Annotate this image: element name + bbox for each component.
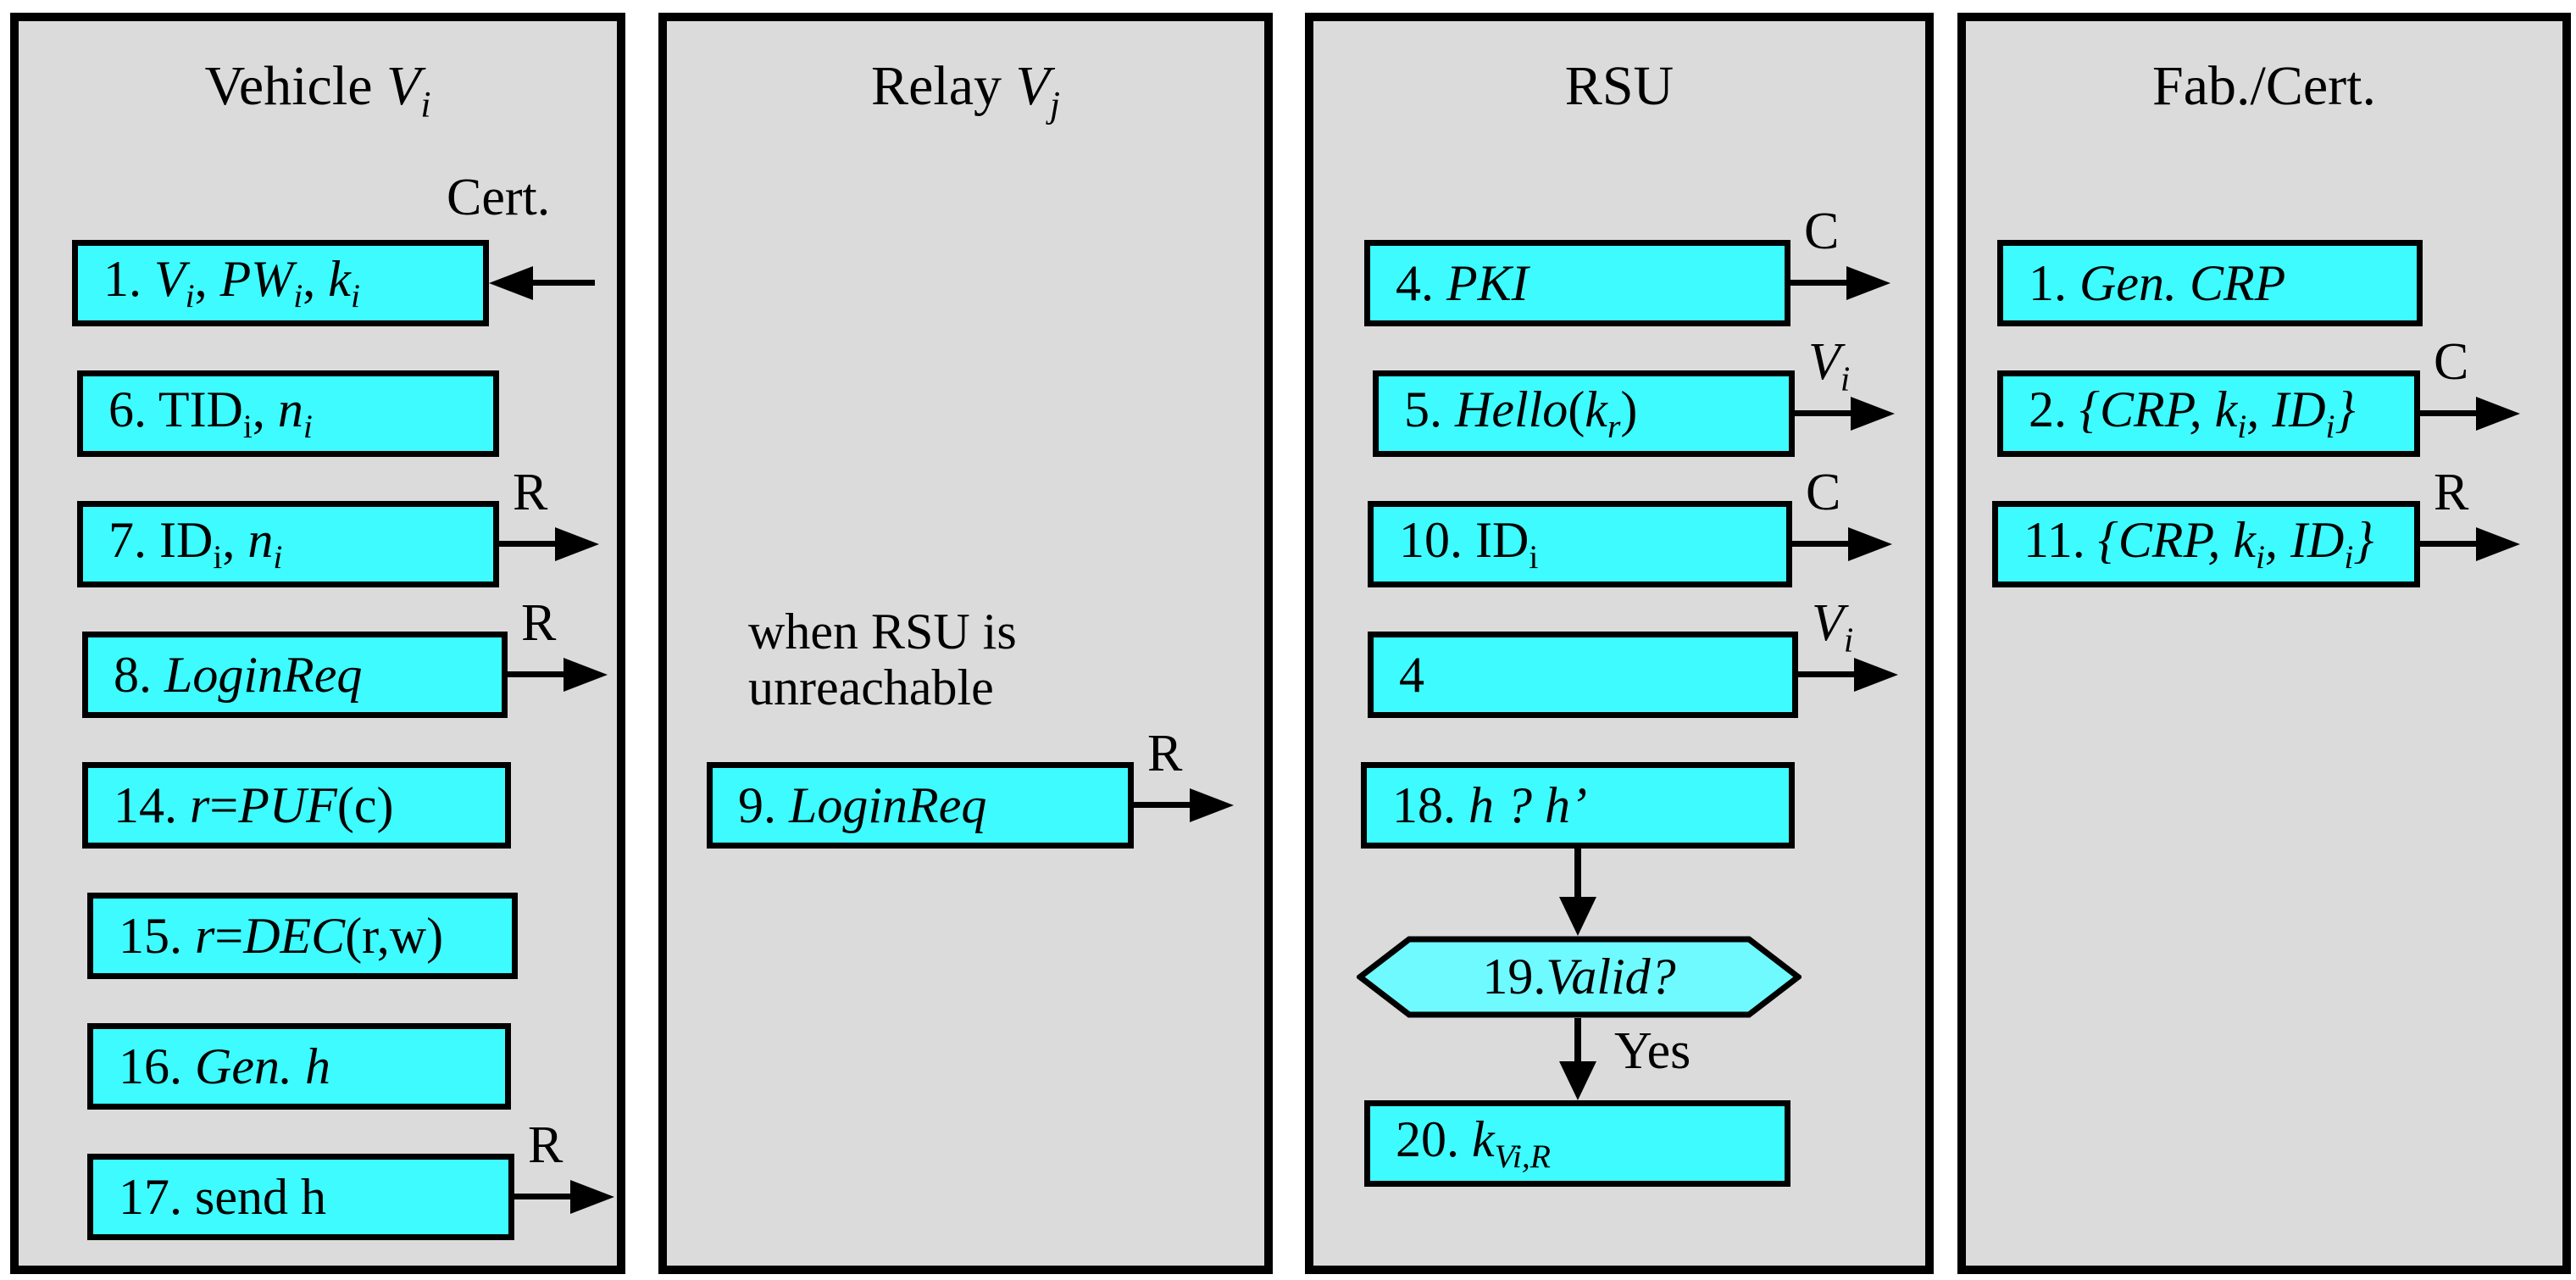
arrow-label-s4: C bbox=[1804, 203, 1840, 260]
connector-line-c-18-19 bbox=[1574, 849, 1581, 899]
arrow-label-f2: C bbox=[2434, 333, 2469, 391]
arrow-line-v17 bbox=[514, 1194, 577, 1199]
box-s4b: 4 bbox=[1368, 632, 1798, 718]
arrow-label-s5: Vi bbox=[1808, 333, 1851, 398]
arrow-label-f11: R bbox=[2434, 464, 2469, 521]
arrow-label-v17: R bbox=[528, 1116, 564, 1174]
arrow-label-v7: R bbox=[513, 464, 548, 521]
box-v16: 16. Gen. h bbox=[87, 1023, 511, 1110]
panel-title-fab: Fab./Cert. bbox=[2152, 55, 2376, 117]
panel-fab bbox=[1957, 13, 2571, 1274]
connector-head-c-19-20 bbox=[1559, 1061, 1596, 1100]
arrow-head-s5 bbox=[1851, 397, 1895, 431]
box-label-v15: 15. r=DEC(r,w) bbox=[119, 907, 444, 964]
box-v1: 1. Vi, PWi, ki bbox=[72, 240, 489, 326]
arrow-head-r9 bbox=[1190, 788, 1234, 822]
arrow-line-r9 bbox=[1134, 802, 1196, 808]
connector-line-c-19-20 bbox=[1574, 1018, 1581, 1063]
box-f1: 1. Gen. CRP bbox=[1997, 240, 2423, 326]
box-s18: 18. h ? h’ bbox=[1361, 762, 1795, 849]
box-label-s5: 5. Hello(kr) bbox=[1404, 381, 1638, 446]
box-s10: 10. IDi bbox=[1368, 501, 1792, 587]
note-line: unreachable bbox=[748, 659, 994, 715]
arrow-label-s10: C bbox=[1806, 464, 1841, 521]
box-label-v1: 1. Vi, PWi, ki bbox=[103, 251, 360, 315]
box-s4: 4. PKI bbox=[1364, 240, 1790, 326]
arrow-line-s5 bbox=[1795, 410, 1857, 416]
arrow-label-v8: R bbox=[521, 594, 557, 652]
box-v14: 14. r=PUF(c) bbox=[82, 762, 511, 849]
box-v15: 15. r=DEC(r,w) bbox=[87, 893, 518, 979]
arrow-head-s4 bbox=[1846, 266, 1890, 300]
box-v6: 6. TIDi, ni bbox=[77, 370, 499, 457]
box-label-v14: 14. r=PUF(c) bbox=[114, 776, 394, 833]
arrow-head-f2 bbox=[2476, 397, 2520, 431]
box-v7: 7. IDi, ni bbox=[77, 501, 499, 587]
box-f2: 2. {CRP, ki, IDi} bbox=[1997, 370, 2420, 457]
box-label-f2: 2. {CRP, ki, IDi} bbox=[2029, 381, 2356, 446]
box-label-s4b: 4 bbox=[1399, 646, 1424, 703]
panel-title-relay: Relay Vj bbox=[871, 55, 1060, 125]
box-r9: 9. LoginReq bbox=[707, 762, 1134, 849]
arrow-head-v7 bbox=[555, 527, 599, 561]
box-label-v17: 17. send h bbox=[119, 1168, 326, 1225]
arrow-line-s4b bbox=[1798, 671, 1861, 677]
box-label-s10: 10. IDi bbox=[1399, 512, 1539, 576]
box-s20: 20. kVi,R bbox=[1364, 1100, 1790, 1187]
arrow-line-v1 bbox=[530, 280, 595, 286]
hexagon-shape bbox=[1357, 936, 1802, 1018]
panel-relay bbox=[658, 13, 1273, 1274]
arrow-head-s4b bbox=[1854, 658, 1898, 692]
decision-s19: 19. Valid? bbox=[1357, 936, 1802, 1018]
arrow-head-v17 bbox=[570, 1180, 614, 1214]
box-label-v7: 7. IDi, ni bbox=[108, 512, 283, 576]
arrow-line-f2 bbox=[2420, 410, 2483, 416]
arrow-line-v8 bbox=[508, 671, 570, 677]
box-label-v16: 16. Gen. h bbox=[119, 1038, 330, 1094]
box-label-v6: 6. TIDi, ni bbox=[108, 381, 313, 446]
box-label-f1: 1. Gen. CRP bbox=[2029, 254, 2286, 311]
arrow-line-v7 bbox=[499, 541, 562, 547]
box-label-s20: 20. kVi,R bbox=[1396, 1111, 1551, 1176]
box-label-s19: 19. Valid? bbox=[1482, 949, 1676, 1005]
arrow-label-r9: R bbox=[1147, 725, 1183, 782]
box-label-s18: 18. h ? h’ bbox=[1392, 776, 1587, 833]
arrow-line-s10 bbox=[1792, 541, 1855, 547]
connector-head-c-18-19 bbox=[1559, 897, 1596, 936]
box-label-v8: 8. LoginReq bbox=[114, 646, 363, 703]
box-f11: 11. {CRP, ki, IDi} bbox=[1992, 501, 2420, 587]
arrow-head-v1 bbox=[489, 266, 533, 300]
box-v17: 17. send h bbox=[87, 1154, 514, 1240]
arrow-head-v8 bbox=[564, 658, 608, 692]
arrow-line-s4 bbox=[1790, 280, 1853, 286]
arrow-head-s10 bbox=[1848, 527, 1892, 561]
box-v8: 8. LoginReq bbox=[82, 632, 508, 718]
connector-label-c-19-20: Yes bbox=[1614, 1022, 1691, 1080]
panel-title-vehicle: Vehicle Vi bbox=[204, 55, 431, 125]
box-label-s4: 4. PKI bbox=[1396, 254, 1529, 311]
box-label-r9: 9. LoginReq bbox=[738, 776, 987, 833]
panel-title-rsu: RSU bbox=[1564, 55, 1674, 117]
box-s5: 5. Hello(kr) bbox=[1373, 370, 1795, 457]
box-label-f11: 11. {CRP, ki, IDi} bbox=[2024, 512, 2374, 576]
arrow-label-s4b: Vi bbox=[1812, 594, 1854, 659]
note-line: when RSU is bbox=[748, 604, 1017, 659]
arrow-head-f11 bbox=[2476, 527, 2520, 561]
arrow-line-f11 bbox=[2420, 541, 2483, 547]
arrow-label-v1: Cert. bbox=[447, 169, 551, 226]
